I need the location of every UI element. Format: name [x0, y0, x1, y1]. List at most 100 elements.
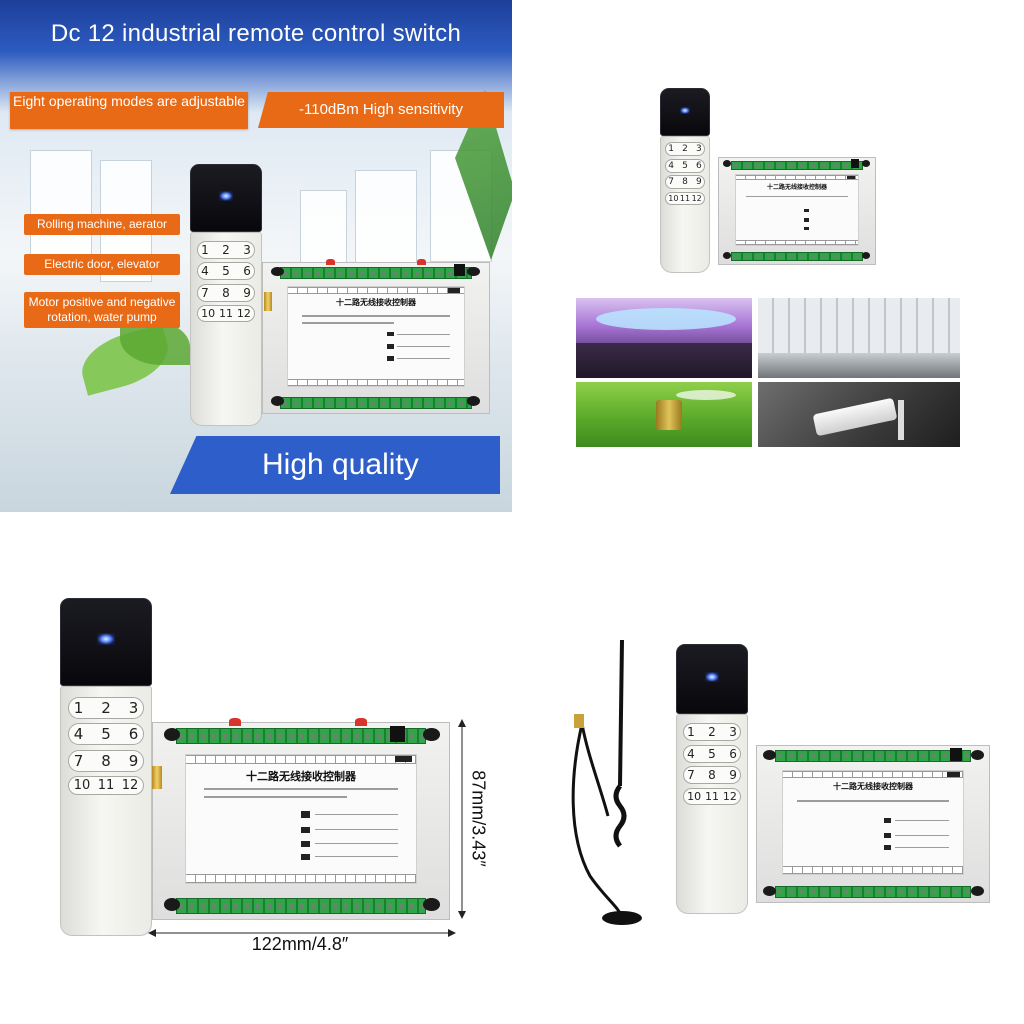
board-title: 十二路无线接收控制器	[832, 782, 913, 792]
board-title: 十二路无线接收控制器	[245, 769, 356, 783]
key-7: 7	[687, 768, 695, 783]
led-icon	[97, 633, 115, 646]
pin-strip	[782, 866, 964, 874]
key-1: 1	[668, 144, 674, 155]
height-dimension-label: 87mm/3.43″	[468, 770, 489, 867]
feature-motor-rotation: Motor positive and negative rotation, wa…	[24, 292, 180, 328]
label-line	[894, 834, 949, 836]
pin-strip	[782, 771, 964, 779]
key-7: 7	[73, 751, 84, 770]
photo-sprinkler	[576, 382, 752, 447]
terminal-block-bottom	[730, 252, 864, 261]
mount-hole	[423, 898, 440, 912]
key-1: 1	[687, 725, 695, 740]
relay-box	[850, 159, 859, 168]
magnetic-base-icon	[602, 911, 642, 925]
key-8: 8	[682, 177, 688, 188]
antenna-whip	[618, 639, 624, 787]
photo-security-camera	[758, 382, 960, 447]
label-line	[894, 846, 949, 848]
label-line	[397, 346, 450, 348]
mount-hole	[971, 885, 985, 896]
red-connector	[229, 718, 242, 726]
spec-bullet	[804, 226, 810, 230]
spec-bullet	[386, 356, 394, 362]
dimension-lines	[148, 719, 466, 937]
mount-hole	[722, 252, 732, 260]
key-12: 12	[121, 778, 139, 794]
label-line	[746, 196, 848, 198]
receiver-board: 十二路无线接收控制器	[152, 718, 450, 920]
pin-strip	[185, 874, 417, 884]
label-line	[204, 788, 398, 791]
remote-head	[60, 598, 152, 686]
board-label: 十二路无线接收控制器	[735, 174, 859, 246]
label-line	[397, 333, 450, 335]
key-5: 5	[682, 160, 688, 171]
key-6: 6	[128, 725, 139, 744]
terminal-block-bottom	[280, 397, 472, 410]
banner-sensitivity: -110dBm High sensitivity	[258, 92, 504, 128]
antenna-cable	[580, 723, 610, 817]
key-9: 9	[243, 285, 251, 300]
key-2: 2	[682, 144, 688, 155]
spec-bullet	[804, 218, 810, 222]
spec-bullet	[300, 853, 311, 861]
remote-head	[660, 88, 710, 137]
label-line	[314, 843, 398, 845]
mount-hole	[271, 395, 284, 406]
pin-strip	[185, 754, 417, 764]
spec-bullet	[883, 832, 892, 838]
key-4: 4	[73, 725, 84, 744]
key-4: 4	[687, 746, 695, 761]
key-7: 7	[201, 285, 209, 300]
label-tag	[448, 288, 461, 294]
feature-electric-door: Electric door, elevator	[24, 254, 180, 275]
key-12: 12	[691, 193, 702, 203]
pin-strip	[288, 287, 464, 295]
terminal-block-top	[774, 749, 972, 763]
banner-modes: Eight operating modes are adjustable	[10, 92, 248, 129]
key-6: 6	[243, 264, 251, 279]
antenna-connector	[152, 765, 163, 790]
key-11: 11	[97, 778, 115, 794]
arrow-down-icon	[458, 911, 466, 919]
spec-bullet	[804, 208, 810, 212]
board-label: 十二路无线接收控制器	[287, 286, 465, 387]
key-3: 3	[696, 144, 702, 155]
mount-hole	[271, 266, 284, 277]
key-2: 2	[708, 725, 716, 740]
remote-head	[190, 164, 262, 233]
label-line	[314, 813, 398, 815]
board-label: 十二路无线接收控制器	[781, 770, 965, 875]
receiver-board: 十二路无线接收控制器	[718, 157, 876, 265]
arrow-right-icon	[448, 929, 456, 937]
label-line	[302, 321, 394, 324]
spec-bullet	[300, 811, 311, 818]
pin-strip	[288, 378, 464, 386]
label-line	[397, 358, 450, 360]
red-connector	[325, 258, 335, 266]
red-connector	[417, 258, 427, 266]
mount-hole	[971, 749, 985, 760]
key-9: 9	[729, 768, 737, 783]
